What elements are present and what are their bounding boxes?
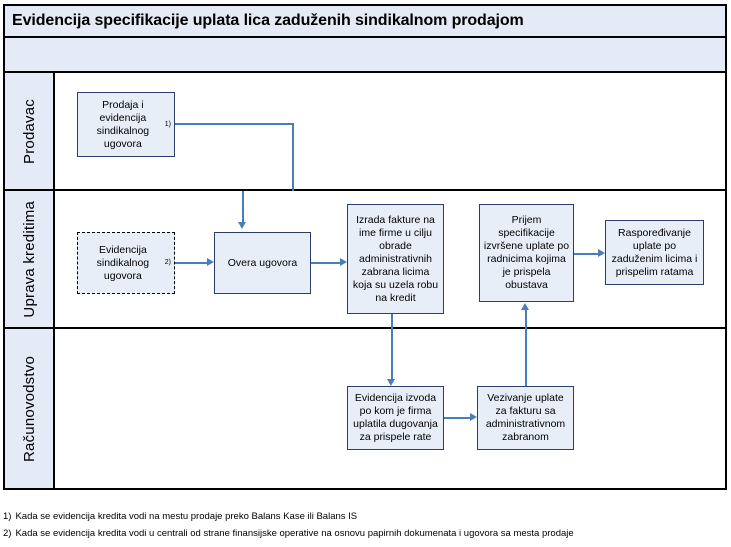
arrowhead-n4-to-n7 <box>387 379 395 386</box>
lane-racunovodstvo: Računovodstvo Evidencija izvoda po kom j… <box>5 329 725 488</box>
page-title: Evidencija specifikacije uplata lica zad… <box>12 12 524 29</box>
process-node-label: Prijem specifikacije izvršene uplate po … <box>483 214 570 291</box>
arrowhead-n7-to-n8 <box>470 413 477 421</box>
lane-uprava-kreditima: Uprava kreditima Evidencija sindikalnog … <box>5 191 725 329</box>
process-node-izrada-fakture[interactable]: Izrada fakture na ime firme u cilju obra… <box>347 204 444 314</box>
lane-label-prodavac: Prodavac <box>20 98 38 164</box>
process-node-prodaja-evidencija[interactable]: Prodaja i evidencija sindikalnog ugovora… <box>77 92 175 157</box>
lane-header-uprava-kreditima: Uprava kreditima <box>5 191 55 327</box>
lane-header-prodavac: Prodavac <box>5 73 55 189</box>
footnote-text: Kada se evidencija kredita vodi u centra… <box>15 528 574 539</box>
diagram-title-band: Evidencija specifikacije uplata lica zad… <box>5 6 725 38</box>
arrowhead-n2-to-n3 <box>207 258 214 266</box>
connector-n8-vertical-lower <box>525 329 527 386</box>
process-node-evidencija-izvoda[interactable]: Evidencija izvoda po kom je firma uplati… <box>347 386 444 450</box>
lane-prodavac: Prodavac Prodaja i evidencija sindikalno… <box>5 73 725 191</box>
arrowhead-n3-to-n4 <box>340 258 347 266</box>
process-node-label: Raspoređivanje uplate po zaduženim licim… <box>611 226 698 278</box>
diagram-subheader-band <box>5 38 725 73</box>
connector-n5-to-n6 <box>574 253 601 255</box>
process-node-label: Overa ugovora <box>227 256 298 269</box>
arrowhead-n8-to-n5 <box>521 303 529 310</box>
connector-n1-vertical-upper <box>292 123 294 191</box>
connector-n4-vertical-upper <box>391 314 393 329</box>
connector-n2-to-n3 <box>175 262 210 264</box>
footnote-text: Kada se evidencija kredita vodi na mestu… <box>15 511 358 522</box>
connector-n8-vertical-upper <box>525 309 527 329</box>
footnote-marker: 1) <box>3 511 12 522</box>
process-node-overa-ugovora[interactable]: Overa ugovora <box>214 232 311 294</box>
lane-header-racunovodstvo: Računovodstvo <box>5 329 55 488</box>
process-node-label: Vezivanje uplate za fakturu sa administr… <box>485 392 566 443</box>
footnote-item: 1)Kada se evidencija kredita vodi na mes… <box>3 508 727 525</box>
footnote-marker: 2) <box>3 528 12 539</box>
connector-n1-vertical-lower <box>242 191 244 224</box>
process-node-label: Prodaja i evidencija sindikalnog ugovora <box>96 98 150 150</box>
diagram-frame: Evidencija specifikacije uplata lica zad… <box>3 4 727 490</box>
connector-n1-horizontal <box>175 123 293 125</box>
footnotes: 1)Kada se evidencija kredita vodi na mes… <box>3 508 727 542</box>
process-node-vezivanje-uplate[interactable]: Vezivanje uplate za fakturu sa administr… <box>477 386 574 450</box>
lane-label-racunovodstvo: Računovodstvo <box>20 355 38 462</box>
connector-n4-vertical-lower <box>391 329 393 382</box>
process-node-label: Izrada fakture na ime firme u cilju obra… <box>352 213 439 304</box>
arrowhead-n1-to-n3 <box>238 222 246 229</box>
process-node-prijem-specifikacije[interactable]: Prijem specifikacije izvršene uplate po … <box>479 204 574 302</box>
connector-n7-to-n8 <box>444 417 473 419</box>
lane-label-uprava-kreditima: Uprava kreditima <box>20 200 38 318</box>
process-node-rasporedjivanje-uplate[interactable]: Raspoređivanje uplate po zaduženim licim… <box>605 220 704 285</box>
footnote-item: 2)Kada se evidencija kredita vodi u cent… <box>3 525 727 542</box>
process-node-label: Evidencija izvoda po kom je firma uplati… <box>353 392 438 443</box>
arrowhead-n5-to-n6 <box>598 249 605 257</box>
process-node-label: Evidencija sindikalnog ugovora <box>96 243 150 282</box>
lane-body-racunovodstvo: Evidencija izvoda po kom je firma uplati… <box>55 329 725 488</box>
connector-n3-to-n4 <box>311 262 343 264</box>
lane-body-prodavac: Prodaja i evidencija sindikalnog ugovora… <box>55 73 725 191</box>
